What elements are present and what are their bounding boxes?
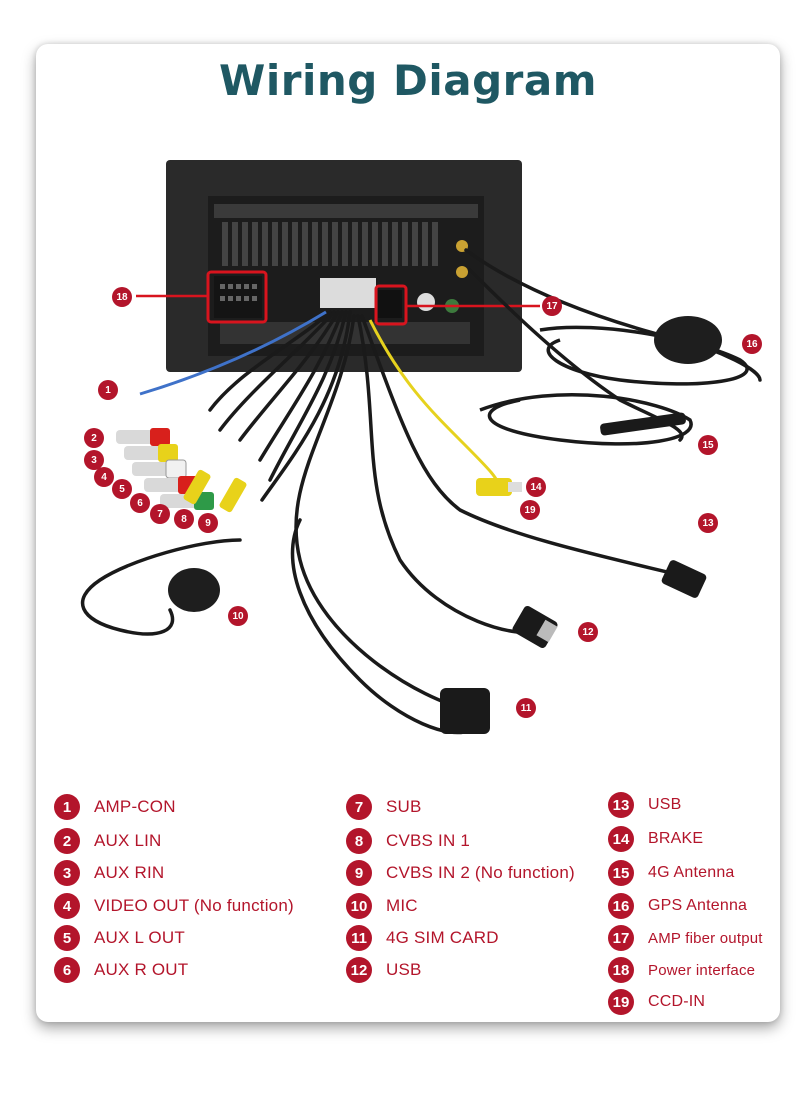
- legend-label: CCD-IN: [648, 993, 706, 1010]
- legend-label: VIDEO OUT (No function): [94, 896, 294, 915]
- legend-item: 16 GPS Antenna: [608, 891, 747, 921]
- legend-item: 2 AUX LIN: [54, 826, 162, 856]
- legend-number-badge: 7: [346, 794, 372, 820]
- legend-item: 6 AUX R OUT: [54, 955, 188, 985]
- cable-bundle: [80, 248, 762, 735]
- legend-item: 8 CVBS IN 1: [346, 826, 470, 856]
- legend-number-badge: 2: [54, 828, 80, 854]
- legend-number-badge: 10: [346, 893, 372, 919]
- callout-badge-19: 19: [520, 500, 540, 520]
- callout-badge-8: 8: [174, 509, 194, 529]
- legend-number-badge: 4: [54, 893, 80, 919]
- legend-number-badge: 13: [608, 792, 634, 818]
- legend-item: 19 CCD-IN: [608, 987, 705, 1017]
- callout-badge-13: 13: [698, 513, 718, 533]
- legend-label: 4G SIM CARD: [386, 928, 499, 947]
- legend-number-badge: 19: [608, 989, 634, 1015]
- legend-label: SUB: [386, 797, 422, 816]
- legend-item: 10 MIC: [346, 891, 418, 921]
- legend-label: USB: [648, 796, 682, 813]
- legend-number-badge: 8: [346, 828, 372, 854]
- legend-number-badge: 11: [346, 925, 372, 951]
- callout-badge-15: 15: [698, 435, 718, 455]
- callout-badge-6: 6: [130, 493, 150, 513]
- legend-item: 18 Power interface: [608, 955, 755, 985]
- callout-badge-2: 2: [84, 428, 104, 448]
- callout-badge-17: 17: [542, 296, 562, 316]
- callout-badge-3: 3: [84, 450, 104, 470]
- legend-item: 9 CVBS IN 2 (No function): [346, 858, 575, 888]
- legend-number-badge: 18: [608, 957, 634, 983]
- legend-label: AUX RIN: [94, 863, 165, 882]
- legend-number-badge: 14: [608, 826, 634, 852]
- legend-item: 1 AMP-CON: [54, 792, 176, 822]
- callout-badge-16: 16: [742, 334, 762, 354]
- legend-label: CVBS IN 2 (No function): [386, 863, 575, 882]
- legend-number-badge: 17: [608, 925, 634, 951]
- legend-label: 4G Antenna: [648, 864, 735, 881]
- callout-badge-18: 18: [112, 287, 132, 307]
- legend-item: 3 AUX RIN: [54, 858, 164, 888]
- callout-badge-12: 12: [578, 622, 598, 642]
- legend-item: 13 USB: [608, 790, 682, 820]
- legend-label: GPS Antenna: [648, 897, 748, 914]
- callout-badge-10: 10: [228, 606, 248, 626]
- legend-item: 14 BRAKE: [608, 824, 703, 854]
- callout-badge-5: 5: [112, 479, 132, 499]
- legend-label: BRAKE: [648, 830, 704, 847]
- legend-label: AUX R OUT: [94, 960, 189, 979]
- legend-number-badge: 12: [346, 957, 372, 983]
- page-title: Wiring Diagram: [219, 56, 597, 105]
- legend-number-badge: 5: [54, 925, 80, 951]
- legend-number-badge: 3: [54, 860, 80, 886]
- legend-item: 12 USB: [346, 955, 422, 985]
- legend-label: MIC: [386, 896, 418, 915]
- legend-number-badge: 16: [608, 893, 634, 919]
- legend-item: 7 SUB: [346, 792, 422, 822]
- legend-label: AMP-CON: [94, 797, 176, 816]
- usb-connector: [512, 560, 707, 649]
- sim-card-connector: [440, 688, 490, 734]
- head-unit-back-panel: [166, 160, 522, 372]
- legend-number-badge: 9: [346, 860, 372, 886]
- legend-number-badge: 15: [608, 860, 634, 886]
- callout-badge-11: 11: [516, 698, 536, 718]
- legend-number-badge: 1: [54, 794, 80, 820]
- legend-label: AUX L OUT: [94, 928, 185, 947]
- callout-badge-4: 4: [94, 467, 114, 487]
- callout-badge-14: 14: [526, 477, 546, 497]
- legend-label: CVBS IN 1: [386, 831, 470, 850]
- legend-label: Power interface: [648, 961, 756, 979]
- microphone-icon: [168, 568, 220, 612]
- legend-label: AUX LIN: [94, 831, 162, 850]
- callout-badge-7: 7: [150, 504, 170, 524]
- legend-label: USB: [386, 960, 422, 979]
- legend-item: 11 4G SIM CARD: [346, 923, 499, 953]
- legend-number-badge: 6: [54, 957, 80, 983]
- gps-antenna-icon: [654, 316, 722, 364]
- rca-connector: [116, 428, 522, 513]
- legend-item: 17 AMP fiber output: [608, 923, 763, 953]
- callout-badge-1: 1: [98, 380, 118, 400]
- legend-item: 15 4G Antenna: [608, 858, 735, 888]
- callout-badge-9: 9: [198, 513, 218, 533]
- legend-item: 5 AUX L OUT: [54, 923, 185, 953]
- legend-label: AMP fiber output: [648, 929, 763, 947]
- legend-item: 4 VIDEO OUT (No function): [54, 891, 294, 921]
